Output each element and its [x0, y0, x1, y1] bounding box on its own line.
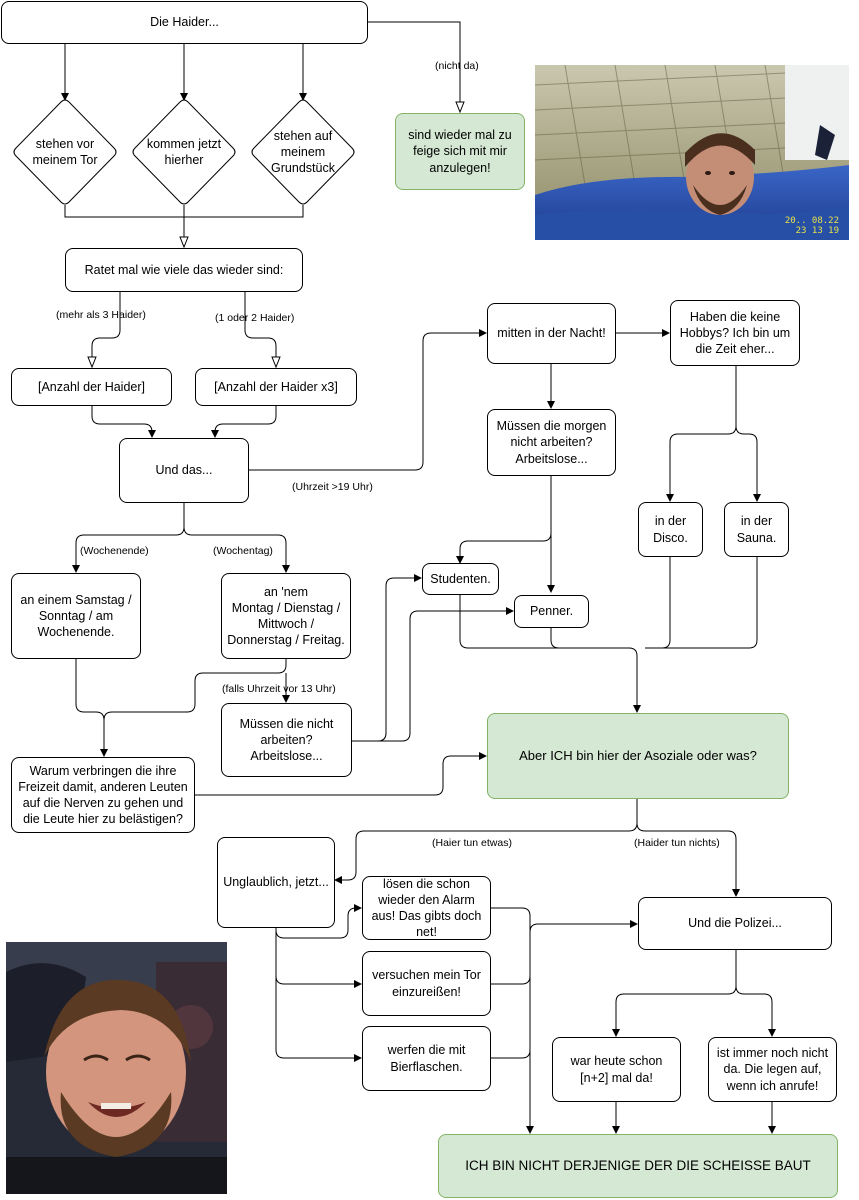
node-penner: Penner.	[514, 595, 589, 628]
node-die-haider: Die Haider...	[1, 1, 368, 44]
node-anzahl: [Anzahl der Haider]	[11, 368, 172, 406]
diamond-kommen	[132, 99, 236, 205]
node-sauna: in der Sauna.	[724, 502, 789, 557]
node-bierflaschen: werfen die mit Bierflaschen.	[362, 1026, 491, 1091]
label-uhrzeit-13: (falls Uhrzeit vor 13 Uhr)	[222, 683, 336, 695]
node-und-das: Und das...	[119, 438, 249, 503]
edge-muessen-studenten	[352, 574, 422, 742]
edge-muessen-penner	[352, 607, 514, 742]
node-stehen-grundstueck: stehen auf meinem Grundstück	[271, 128, 335, 176]
edge-hobbys-disco	[666, 366, 737, 502]
label-tun-etwas: (Haier tun etwas)	[432, 837, 512, 849]
node-warum: Warum verbringen die ihre Freizeit damit…	[11, 757, 195, 833]
photo-timestamp: 20.. 08.22 23 13 19	[784, 216, 839, 237]
node-hobbys: Haben die keine Hobbys? Ich bin um die Z…	[670, 300, 800, 366]
label-tun-nichts: (Haider tun nichts)	[634, 837, 720, 849]
edge-wochentag-warum	[103, 659, 287, 721]
edge-haider-feige	[368, 21, 460, 112]
edge-polizei-heute	[612, 950, 737, 1037]
node-polizei: Und die Polizei...	[638, 897, 832, 950]
node-muessen-die-nicht: Müssen die nicht arbeiten? Arbeitslose..…	[221, 703, 352, 777]
node-unglaublich: Unglaublich, jetzt...	[217, 837, 335, 928]
edge-unddas-wochentag	[183, 526, 290, 573]
edge-warum-asoziale	[195, 752, 487, 796]
edge-morgen-studenten	[456, 476, 552, 564]
label-mehr-als-3: (mehr als 3 Haider)	[56, 309, 146, 321]
edge-tor-merge	[491, 975, 531, 985]
pool-photo-art	[535, 65, 849, 240]
node-wochenende: an einem Samstag / Sonntag / am Wochenen…	[11, 573, 141, 659]
node-kommen-hierher: kommen jetzt hierher	[146, 136, 222, 167]
node-mitten-in-der-nacht: mitten in der Nacht!	[487, 303, 616, 364]
node-final: ICH BIN NICHT DERJENIGE DER DIE SCHEISSE…	[438, 1134, 838, 1198]
edge-unddas-split	[72, 503, 185, 573]
edge-disco-asoziale	[661, 557, 671, 649]
photo-laughing	[6, 942, 227, 1194]
edge-anzahl3-unddas	[211, 406, 277, 438]
node-ratet-mal: Ratet mal wie viele das wieder sind:	[65, 248, 303, 292]
edge-merge-polizei	[529, 920, 638, 933]
edge-anzahl-unddas	[91, 406, 156, 438]
laughing-photo-art	[6, 942, 227, 1194]
node-noch-nicht-da: ist immer noch nicht da. Die legen auf, …	[708, 1037, 837, 1102]
photo-pool: 20.. 08.22 23 13 19	[535, 65, 849, 240]
label-wochentag: (Wochentag)	[213, 545, 273, 557]
edge-unglaublich-bier	[275, 976, 362, 1062]
edge-unddas-nacht	[249, 329, 487, 471]
label-uhrzeit-19: (Uhrzeit >19 Uhr)	[292, 481, 373, 493]
label-nicht-da: (nicht da)	[435, 60, 479, 72]
node-studenten: Studenten.	[422, 563, 499, 595]
edge-ratet-anzahl3	[244, 292, 276, 367]
node-stehen-vor-tor: stehen vor meinem Tor	[32, 136, 98, 167]
edge-bier-merge	[491, 1049, 531, 1059]
edge-ratet-anzahl	[92, 292, 121, 367]
edge-polizei-nochnicht	[735, 985, 776, 1037]
label-1-oder-2: (1 oder 2 Haider)	[215, 312, 295, 324]
edge-wochenende-warum	[75, 659, 108, 757]
edge-sauna-asoziale	[645, 557, 758, 649]
node-morgen-arbeiten: Müssen die morgen nicht arbeiten? Arbeit…	[487, 409, 616, 476]
node-tor-einreissen: versuchen mein Tor einzureißen!	[362, 951, 491, 1016]
edge-studenten-asoziale	[459, 595, 641, 713]
node-alarm: lösen die schon wieder den Alarm aus! Da…	[362, 876, 491, 940]
edge-diamonds-merge	[64, 205, 304, 247]
label-wochenende: (Wochenende)	[80, 545, 149, 557]
node-disco: in der Disco.	[638, 502, 703, 557]
node-anzahl-x3: [Anzahl der Haider x3]	[195, 368, 357, 406]
diamond-tor	[13, 99, 117, 205]
node-heute-schon: war heute schon [n+2] mal da!	[552, 1037, 681, 1102]
node-asoziale: Aber ICH bin hier der Asoziale oder was?	[487, 713, 789, 799]
edge-unglaublich-alarm	[275, 904, 362, 939]
edge-penner-asoziale	[550, 628, 560, 649]
edge-asoziale-polizei	[636, 822, 740, 897]
edge-asoziale-unglaublich	[334, 799, 638, 884]
edge-alarm-merge	[491, 907, 534, 1134]
diamond-grundstueck	[251, 99, 355, 205]
node-wochentag: an 'nem Montag / Dienstag / Mittwoch / D…	[221, 573, 351, 659]
node-feige: sind wieder mal zu feige sich mit mir an…	[395, 113, 525, 190]
edge-hobbys-sauna	[735, 425, 761, 502]
